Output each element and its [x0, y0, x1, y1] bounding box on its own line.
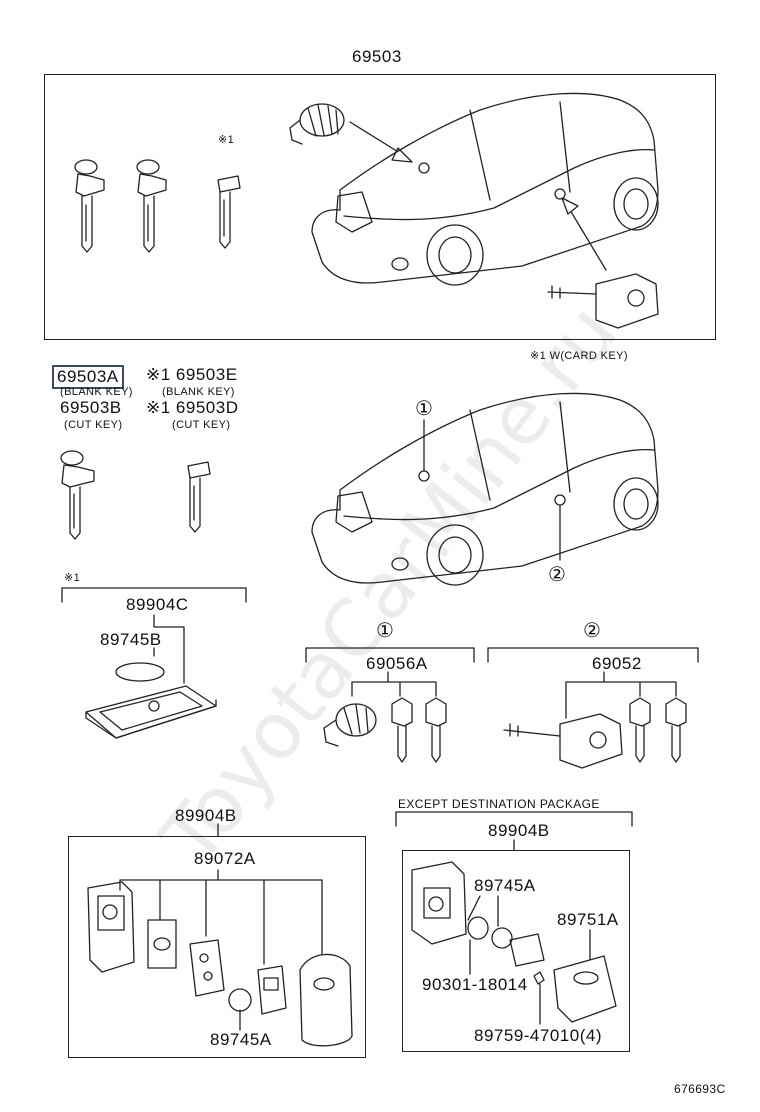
key-icon-2 — [136, 159, 167, 253]
part-89745a-label: 89745A — [210, 1030, 272, 1049]
part-69503d-label: ※1 69503D — [146, 398, 239, 417]
part-89745a-label-2: 89745A — [474, 876, 536, 895]
card-key-mark: ※1 — [218, 134, 235, 146]
card-battery-icon — [115, 662, 165, 682]
key-icon-8 — [665, 697, 687, 763]
circuit-board-icon — [189, 939, 225, 997]
cylinder-icon-2 — [323, 703, 377, 747]
part-90301-18014-label: 90301-18014 — [422, 975, 528, 994]
oring-icon — [467, 916, 489, 940]
cut-key-label-2: (CUT KEY) — [172, 419, 231, 431]
key-icon-3 — [60, 450, 95, 540]
part-69503a-label: 69503A — [52, 365, 124, 389]
part-89904b-label-2: 89904B — [488, 821, 550, 840]
vehicle-outline-2 — [311, 392, 659, 586]
card-key-icon — [85, 685, 217, 739]
set2-bracket — [487, 647, 699, 663]
part-69503-label: 69503 — [352, 47, 402, 66]
blank-key-label: (BLANK KEY) — [60, 386, 133, 398]
remote-cover-icon-2 — [553, 955, 617, 1023]
vehicle-outline-1 — [311, 92, 659, 286]
part-69056a-label: 69056A — [366, 654, 428, 673]
part-89745b-label: 89745B — [100, 630, 162, 649]
set1-circle: ① — [376, 620, 395, 642]
except-bracket — [395, 811, 633, 827]
door-lock-icon-2 — [503, 713, 623, 769]
top-assembly-box — [44, 74, 716, 340]
battery-icon-2 — [491, 927, 513, 949]
car-callout-1: ① — [415, 398, 434, 420]
door-lock-icon — [547, 273, 659, 329]
card-mark: ※1 — [64, 572, 81, 584]
except-destination-title: EXCEPT DESTINATION PACKAGE — [398, 797, 600, 811]
part-89751a-label: 89751A — [557, 910, 619, 929]
key-icon-4 — [187, 461, 211, 533]
remote-housing-icon-2 — [411, 861, 467, 945]
card-key-blade-icon — [217, 175, 241, 249]
part-69052-label: 69052 — [592, 654, 642, 673]
key-icon-7 — [629, 697, 651, 763]
arrow-2 — [569, 209, 607, 271]
set2-circle: ② — [583, 620, 602, 642]
key-icon-1 — [74, 159, 105, 253]
part-89904b-label: 89904B — [175, 806, 237, 825]
card-key-note: ※1 W(CARD KEY) — [530, 350, 628, 362]
key-icon-5 — [391, 697, 413, 763]
remote-cover-icon — [299, 953, 353, 1047]
remote-box — [68, 836, 366, 1058]
part-89904c-label: 89904C — [126, 595, 189, 614]
car-callout-2: ② — [548, 564, 567, 586]
battery-icon — [228, 988, 252, 1012]
screw-icon — [533, 971, 545, 985]
key-blade-insert-icon — [147, 919, 177, 969]
part-89759-47010-label: 89759-47010(4) — [474, 1026, 602, 1045]
remote-housing-icon — [87, 881, 135, 973]
except-box — [402, 850, 630, 1052]
part-69503b-label: 69503B — [60, 398, 122, 417]
key-icon-6 — [425, 697, 447, 763]
part-89072a-label: 89072A — [194, 849, 256, 868]
battery-holder-icon — [257, 965, 287, 1015]
blank-key-label-2: (BLANK KEY) — [162, 386, 235, 398]
lock-cylinder-icon — [289, 103, 345, 145]
diagram-id: 676693C — [674, 1082, 726, 1096]
cut-key-label: (CUT KEY) — [64, 419, 123, 431]
part-69503e-label: ※1 69503E — [146, 365, 238, 384]
battery-holder-icon-2 — [509, 933, 545, 967]
card-bracket — [61, 587, 247, 603]
set1-bracket — [305, 647, 475, 663]
